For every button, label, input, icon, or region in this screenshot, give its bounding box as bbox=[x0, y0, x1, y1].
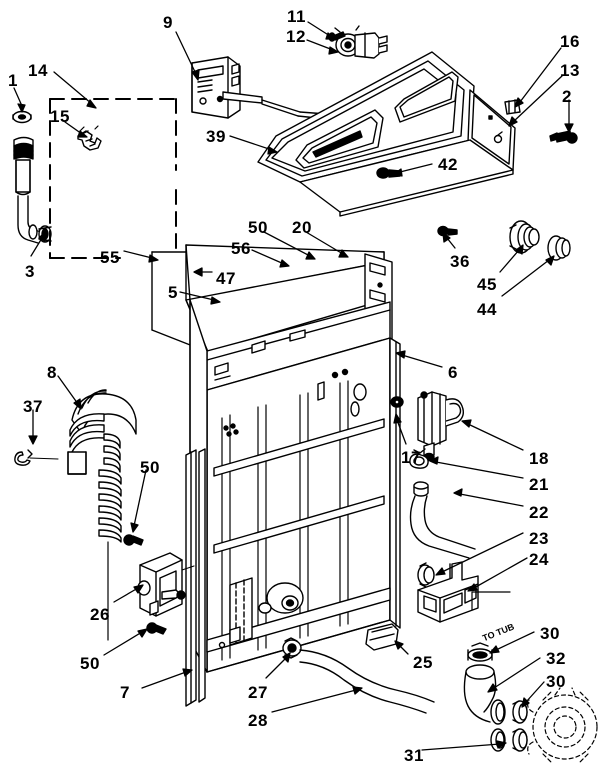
part-22-fill-hose bbox=[409, 481, 476, 559]
part-15-terminal-connector bbox=[77, 125, 102, 151]
callout-31: 31 bbox=[404, 746, 424, 765]
callout-15: 15 bbox=[50, 107, 70, 126]
callout-3: 3 bbox=[25, 262, 35, 281]
callout-5: 5 bbox=[168, 283, 178, 302]
callout-56: 56 bbox=[231, 239, 251, 258]
part-25-hose-clamp bbox=[365, 623, 399, 651]
callout-17: 17 bbox=[401, 448, 421, 467]
callout-8: 8 bbox=[47, 363, 57, 382]
callout-16: 16 bbox=[560, 32, 580, 51]
callout-28: 28 bbox=[248, 711, 268, 730]
callout-7: 7 bbox=[120, 683, 130, 702]
callout-1: 1 bbox=[8, 71, 18, 90]
part-8-flexible-drain-hose bbox=[67, 389, 137, 641]
callout-36: 36 bbox=[450, 252, 470, 271]
part-50-screw-mid bbox=[123, 534, 144, 546]
part-39-console-panel bbox=[257, 51, 516, 217]
part-2-screw bbox=[549, 130, 578, 144]
callout-45: 45 bbox=[477, 275, 497, 294]
callout-6: 6 bbox=[448, 363, 458, 382]
callout-50-low: 50 bbox=[80, 654, 100, 673]
part-26-lid-switch-bracket bbox=[137, 552, 195, 617]
part-36-screw bbox=[437, 225, 458, 237]
callout-37: 37 bbox=[23, 397, 43, 416]
callout-44: 44 bbox=[477, 300, 497, 319]
callout-21: 21 bbox=[529, 475, 549, 494]
callout-14: 14 bbox=[28, 61, 48, 80]
callout-13: 13 bbox=[560, 61, 580, 80]
callout-30-low: 30 bbox=[546, 672, 566, 691]
callout-47: 47 bbox=[216, 269, 236, 288]
callout-20: 20 bbox=[292, 218, 312, 237]
leader-lines bbox=[13, 21, 574, 751]
part-6-cabinet bbox=[151, 244, 401, 707]
callout-50-mid: 50 bbox=[140, 458, 160, 477]
callout-12: 12 bbox=[286, 27, 306, 46]
part-50-screw-low bbox=[146, 622, 167, 635]
part-31-pump-outlet-hose bbox=[490, 728, 528, 752]
part-9-timer-switch bbox=[191, 56, 341, 121]
part-23-clamp bbox=[417, 562, 435, 588]
callout-26: 26 bbox=[90, 605, 110, 624]
part-32-tub-to-pump-hose bbox=[463, 664, 506, 725]
callout-27: 27 bbox=[248, 683, 268, 702]
part-12-water-level-switch bbox=[334, 25, 388, 59]
callout-32: 32 bbox=[546, 649, 566, 668]
callout-11: 11 bbox=[287, 7, 306, 26]
pump-phantom bbox=[527, 687, 598, 763]
callout-39: 39 bbox=[206, 127, 226, 146]
part-1-nut bbox=[12, 110, 32, 124]
part-45-grommet bbox=[509, 220, 540, 254]
callout-42: 42 bbox=[438, 155, 458, 174]
callout-18: 18 bbox=[529, 449, 549, 468]
callout-50-top: 50 bbox=[248, 218, 268, 237]
callout-30-top: 30 bbox=[540, 624, 560, 643]
part-24-dispenser-nozzle bbox=[417, 561, 479, 623]
part-18-water-inlet-valve bbox=[417, 391, 465, 462]
part-44-bushing bbox=[547, 235, 571, 261]
part-17-nut bbox=[390, 396, 404, 408]
callout-2: 2 bbox=[562, 87, 572, 106]
part-14-harness-boundary bbox=[49, 98, 177, 259]
callout-9: 9 bbox=[163, 13, 173, 32]
callout-24: 24 bbox=[529, 550, 549, 569]
part-21-clamp bbox=[409, 448, 429, 469]
callout-23: 23 bbox=[529, 529, 549, 548]
part-30-hose-clamp-top bbox=[467, 642, 493, 662]
part-3-water-inlet-tube bbox=[13, 136, 52, 244]
callout-25: 25 bbox=[413, 653, 433, 672]
callout-22: 22 bbox=[529, 503, 549, 522]
part-37-retainer-clip bbox=[14, 449, 59, 466]
callout-55: 55 bbox=[100, 248, 120, 267]
part-28-drain-hose bbox=[299, 649, 435, 714]
